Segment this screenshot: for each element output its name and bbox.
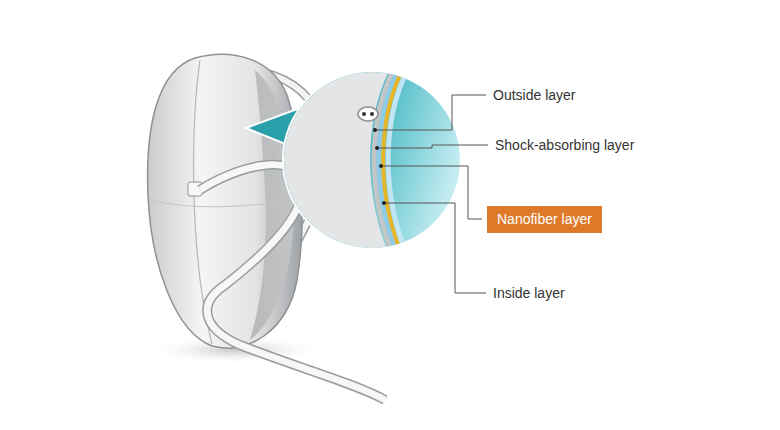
inside-layer-band: [388, 60, 413, 262]
leader-line: [377, 145, 488, 148]
mask-fold: [150, 200, 296, 207]
leader-line: [384, 203, 486, 293]
leader-dot: [382, 201, 386, 205]
part-label: Shock-absorbing layer: [495, 137, 634, 154]
leader-line: [375, 95, 486, 130]
highlight-label: Nanofiber layer: [497, 211, 592, 228]
part-label: Inside layer: [493, 285, 565, 302]
leader-dot: [379, 164, 383, 168]
strap-hole: [358, 107, 378, 121]
hole-dot: [370, 112, 374, 116]
strap-section: [415, 60, 470, 125]
part-label: Outside layer: [493, 87, 575, 104]
leader-dots: [373, 128, 386, 205]
leader-dot: [373, 128, 377, 132]
hole-dot: [362, 112, 366, 116]
mask-shell: [148, 54, 303, 348]
strap-section: [430, 60, 470, 112]
leader-line: [381, 166, 482, 219]
highlight-box: Nanofiber layer: [487, 206, 602, 233]
lens-content: [280, 60, 470, 262]
leader-lines: [375, 95, 488, 293]
leader-dot: [375, 146, 379, 150]
